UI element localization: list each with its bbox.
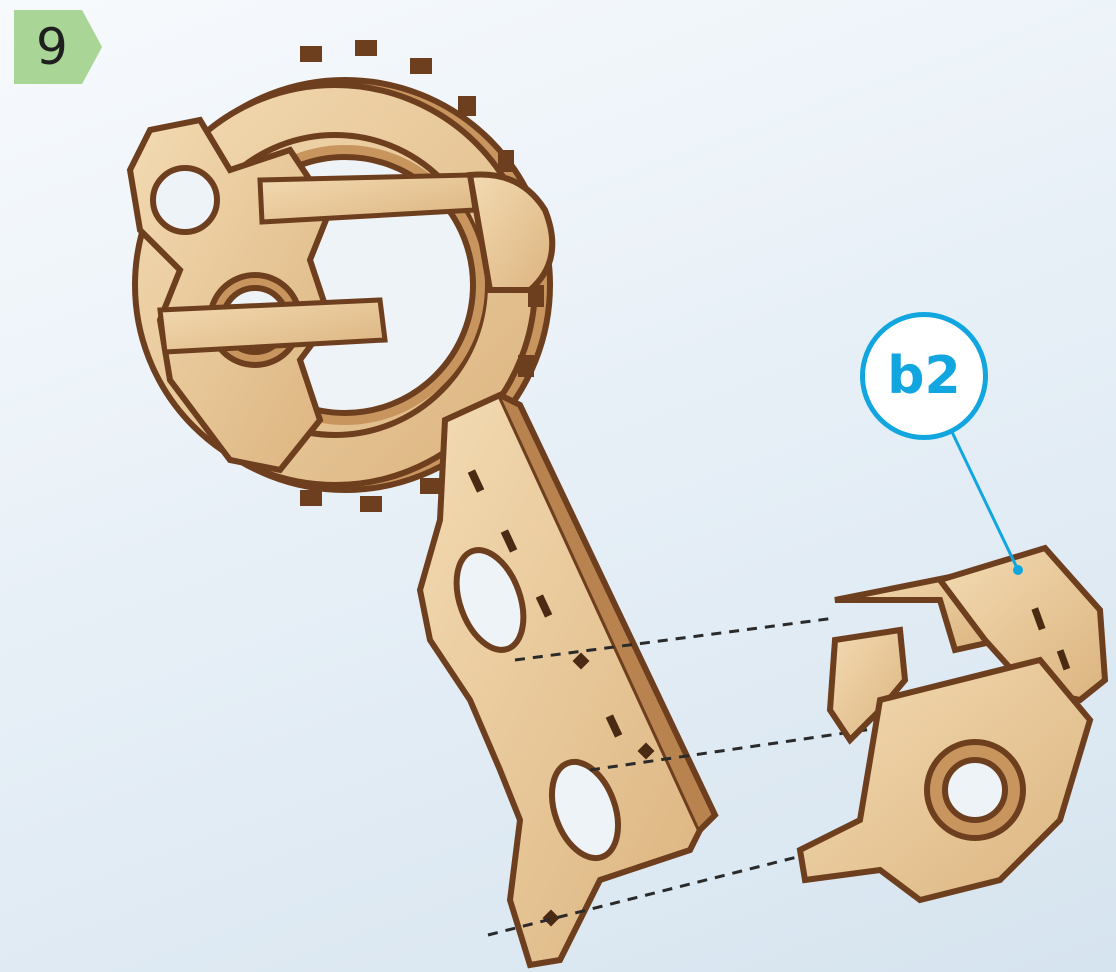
step-number: 9 xyxy=(36,18,68,76)
callout-leader xyxy=(952,432,1023,575)
part-label: b2 xyxy=(887,346,960,406)
step-number-badge: 9 xyxy=(14,10,102,84)
part-b2-assembly xyxy=(800,548,1105,900)
key-assembly xyxy=(130,40,715,965)
part-label-callout: b2 xyxy=(860,312,988,440)
key-shaft xyxy=(420,395,715,965)
